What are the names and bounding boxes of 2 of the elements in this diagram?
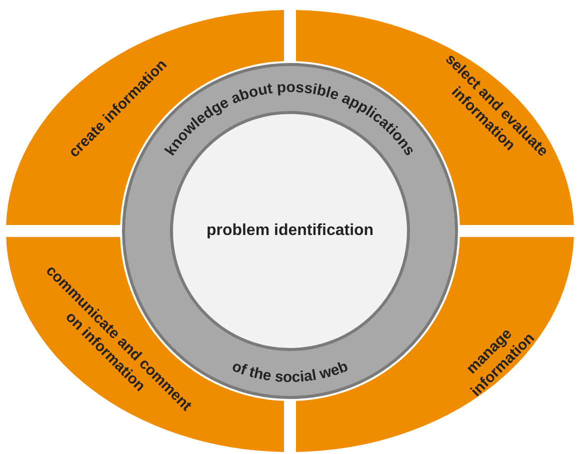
curved-label: of the social web bbox=[230, 358, 350, 386]
center-label: problem identification bbox=[206, 222, 374, 239]
